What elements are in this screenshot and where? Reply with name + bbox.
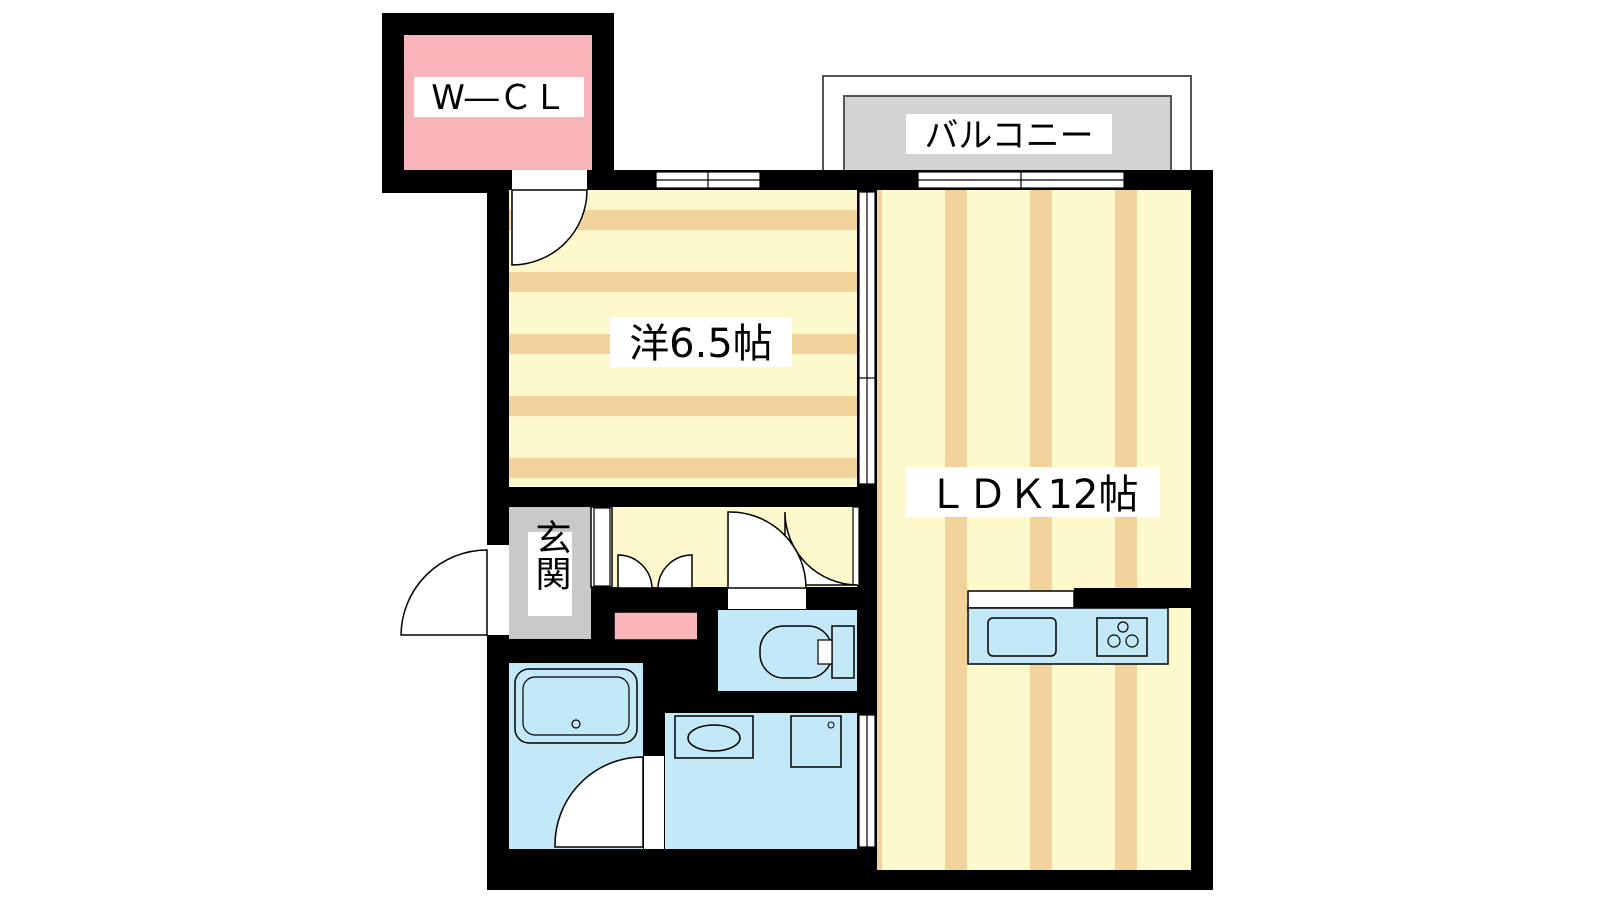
door-swings xyxy=(400,189,858,848)
label-entrance-text: 玄関 xyxy=(530,519,571,591)
label-wcl: W―ＣＬ xyxy=(414,77,584,118)
label-western-room: 洋6.5帖 xyxy=(610,317,792,367)
toilet-room xyxy=(718,610,858,692)
label-entrance: 玄関 xyxy=(528,519,572,616)
label-balcony-text: バルコニー xyxy=(924,116,1093,156)
storage-doors xyxy=(617,554,693,589)
label-ldk-text: ＬＤＫ12帖 xyxy=(928,472,1139,518)
washroom xyxy=(665,713,858,849)
toilet-door xyxy=(727,511,807,589)
ldk-floor xyxy=(877,190,1191,870)
label-western-room-text: 洋6.5帖 xyxy=(629,321,773,367)
label-balcony: バルコニー xyxy=(906,114,1112,156)
windows xyxy=(655,171,1125,189)
shoe-cabinet xyxy=(613,611,699,641)
sliding-doors xyxy=(593,191,876,848)
entrance-door xyxy=(400,549,488,636)
label-ldk: ＬＤＫ12帖 xyxy=(906,467,1160,518)
bathroom-door xyxy=(554,756,644,848)
label-wcl-text: W―ＣＬ xyxy=(431,78,567,118)
wall-openings xyxy=(487,170,806,849)
kitchen-counter xyxy=(967,590,1169,665)
closet-door xyxy=(511,189,588,266)
